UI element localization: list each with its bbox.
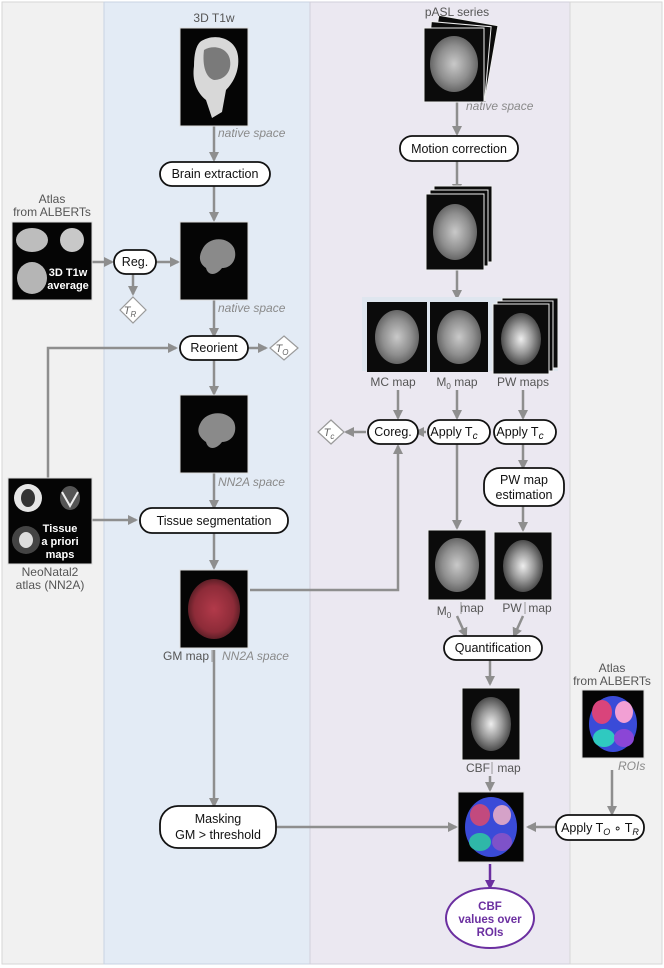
cbf-result-line2: values over (458, 914, 522, 926)
atlas-t1w-text-line2: average (47, 280, 89, 292)
motion-correction-label: Motion correction (411, 142, 507, 156)
coreg-label: Coreg. (374, 425, 412, 439)
coreg-node (367, 419, 419, 445)
motion-corrected-series-image (425, 185, 493, 271)
masking-label-line2: GM > threshold (175, 828, 261, 842)
atlas-alberts-right-line1: Atlas (599, 661, 626, 675)
nn2a-label-line1: NeoNatal2 (22, 565, 79, 579)
motion-correction-node (399, 135, 519, 162)
gm-map-label: GM map (163, 649, 209, 663)
pw-maps-label: PW maps (497, 375, 549, 389)
nn2a-space-label: NN2A space (218, 475, 285, 489)
pw-maps-image (492, 297, 559, 375)
tc-diamond (317, 419, 345, 445)
pw-map-estimation-label-line2: estimation (496, 488, 553, 502)
mc-map-label: MC map (370, 375, 416, 389)
quantification-label: Quantification (455, 641, 531, 655)
quantification-node (443, 635, 543, 661)
brain-extraction-node (159, 161, 271, 187)
pw-map-2-image (493, 531, 553, 601)
far-right-panel (569, 1, 663, 965)
connectors (46, 100, 617, 832)
arrow-nn2a-to-reorient (46, 343, 178, 478)
reorient-label: Reorient (190, 341, 238, 355)
apply-tc-2-label: Apply Tc (496, 425, 543, 442)
cbf-roi-image (457, 791, 525, 863)
mc-map-image (367, 302, 427, 372)
native-space-label-pasl: native space (466, 99, 534, 113)
atlas-alberts-image (11, 221, 93, 301)
brain-extraction-label: Brain extraction (172, 167, 259, 181)
apply-tc-1-node (427, 419, 491, 445)
tissue-segmentation-label: Tissue segmentation (157, 514, 272, 528)
tissue-text-line3: maps (46, 549, 75, 561)
tr-diamond (119, 296, 147, 324)
pw-map-estimation-label-line1: PW map (500, 473, 548, 487)
tissue-segmentation-node (139, 507, 289, 534)
pw-map-2-label-a: PW (502, 601, 522, 615)
tissue-text-line2: a priori (41, 536, 78, 548)
apply-tc-2-node (493, 419, 557, 445)
reg-node (113, 249, 157, 275)
gm-map-image (179, 569, 249, 649)
pw-map-2-label-b: map (528, 601, 552, 615)
apply-to-tr-label: Apply TO ∘ TR (561, 821, 639, 837)
nn2a-label-line2: atlas (NN2A) (16, 578, 85, 592)
native-space-label-t1w: native space (218, 126, 286, 140)
t1w-brain-shape (203, 47, 231, 80)
to-diamond (269, 335, 299, 361)
cbf-result-line3: ROIs (477, 927, 504, 939)
t1w-image (179, 27, 249, 127)
arrow-gm-to-coreg (250, 444, 403, 592)
cbf-map-label-b: map (497, 761, 521, 775)
t1w-label: 3D T1w (193, 11, 234, 25)
pasl-label: pASL series (425, 5, 489, 19)
to-label: TO (276, 343, 289, 357)
atlas-alberts-title-line1: Atlas (39, 192, 66, 206)
atlas-alberts-title-line2: from ALBERTs (13, 205, 91, 219)
atlas-t1w-text-line1: 3D T1w (49, 267, 88, 279)
nn2a-atlas-image (7, 477, 93, 565)
atlas-alberts-right-line2: from ALBERTs (573, 674, 651, 688)
m0-map-image (430, 302, 488, 372)
tissue-text-line1: Tissue (43, 523, 78, 535)
atlas-rois-image (581, 689, 645, 759)
cbf-map-image (461, 687, 521, 761)
m0-map-2-label: M0 (437, 604, 452, 620)
pw-map-estimation-node (483, 467, 565, 507)
rois-label: ROIs (618, 759, 645, 773)
masking-label-line1: Masking (195, 812, 242, 826)
native-space-label-2: native space (218, 301, 286, 315)
nn2a-space-label-2: NN2A space (222, 649, 289, 663)
arrow-pw-to-quant (512, 615, 525, 638)
nn2a-brain-image (179, 394, 249, 474)
reg-label: Reg. (122, 255, 148, 269)
m0-map-label: M0 map (436, 375, 477, 391)
cbf-result-node (445, 887, 535, 949)
tc-label: Tc (324, 427, 335, 441)
cbf-map-label-a: CBF (466, 761, 490, 775)
cbf-result-line1: CBF (478, 901, 502, 913)
apply-to-tr-node (555, 814, 645, 841)
reorient-node (179, 335, 249, 361)
m0-map-2-image (427, 529, 487, 601)
apply-tc-1-label: Apply Tc (430, 425, 477, 442)
masking-node (159, 805, 277, 849)
m0-map-2-suffix: map (460, 601, 484, 615)
arrow-m0-to-quant (455, 615, 468, 638)
brain-extracted-image (179, 221, 249, 301)
tr-label: TR (124, 305, 137, 319)
pasl-series-image (423, 14, 499, 103)
